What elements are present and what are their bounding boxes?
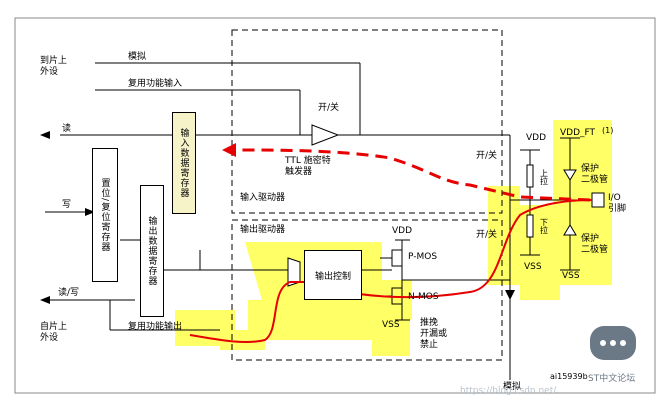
input-path-arrowhead [222, 143, 236, 157]
idr-label: 输入数据寄存器 [178, 128, 189, 198]
from-chip-label: 自片上 外设 [40, 322, 68, 343]
schmitt-symbol [311, 124, 340, 146]
pull-down-label: 下拉 [539, 218, 549, 234]
pull-vdd-label: VDD [526, 133, 547, 143]
output-control-block: 输出控制 [304, 250, 362, 300]
watermark-url: https://blog.csdn.net/... [460, 386, 565, 396]
odr-label: 输出数据寄存器 [146, 216, 157, 286]
read-write-label: 读/写 [58, 288, 80, 298]
chat-bubble-icon [590, 326, 636, 360]
pull-down-switch-label: 开/关 [476, 230, 498, 240]
nmos-label: N-MOS [408, 292, 439, 302]
pmos-symbol [391, 249, 403, 267]
output-data-register: 输出数据寄存器 [140, 185, 164, 317]
output-path-red [189, 199, 593, 344]
pmos-label: P-MOS [408, 252, 438, 262]
pull-up-label: 上拉 [539, 169, 549, 185]
schmitt-switch-label: 开/关 [318, 103, 340, 113]
analog-top-label: 模拟 [128, 52, 147, 62]
input-driver-label: 输入驱动器 [240, 193, 286, 203]
pull-down-resistor [526, 214, 534, 238]
highlight-protection [553, 120, 612, 285]
io-pin-label: I/O 引脚 [608, 193, 627, 214]
analog-bottom-label: 模拟 [503, 382, 522, 392]
forum-label: ST中文论坛 [588, 374, 636, 384]
pull-vss-label: VSS [524, 262, 542, 272]
bsrr-register: 置位/复位寄存器 [92, 148, 118, 282]
pull-up-switch-label: 开/关 [476, 151, 498, 161]
diode-bottom-label: 保护 二极管 [581, 234, 609, 255]
input-path-red [231, 148, 591, 202]
bsrr-label: 置位/复位寄存器 [99, 177, 110, 253]
forum-badge[interactable]: ST中文论坛 [586, 322, 650, 392]
af-output-label: 复用功能输出 [128, 322, 183, 332]
input-driver-box [231, 29, 503, 214]
highlight-pin-path [488, 186, 560, 300]
vdd-ft-label: VDD_FT [560, 128, 596, 138]
output-driver-box [231, 219, 503, 361]
mos-vdd-label: VDD [392, 226, 413, 236]
to-chip-label: 到片上 外设 [40, 56, 68, 77]
output-control-label: 输出控制 [314, 271, 351, 282]
read-label: 读 [62, 124, 72, 134]
input-data-register: 输入数据寄存器 [172, 112, 196, 214]
diode-top-symbol [563, 169, 577, 181]
diode-bottom-symbol [563, 224, 577, 236]
mos-vss-label: VSS [382, 320, 400, 330]
vdd-ft-note: (1) [602, 126, 614, 135]
af-input-label: 复用功能输入 [128, 79, 183, 89]
mos-mode-label: 推挽 开漏或 禁止 [420, 318, 448, 350]
protection-vss-label: VSS [562, 271, 580, 281]
pull-up-resistor [526, 164, 534, 188]
schmitt-trigger-label: TTL 施密特 触发器 [285, 156, 331, 177]
diode-top-label: 保护 二极管 [581, 164, 609, 185]
output-driver-label: 输出驱动器 [240, 225, 286, 235]
io-pin-box [591, 192, 605, 208]
figure-id: ai15939b [550, 372, 588, 381]
write-label: 写 [62, 200, 72, 210]
